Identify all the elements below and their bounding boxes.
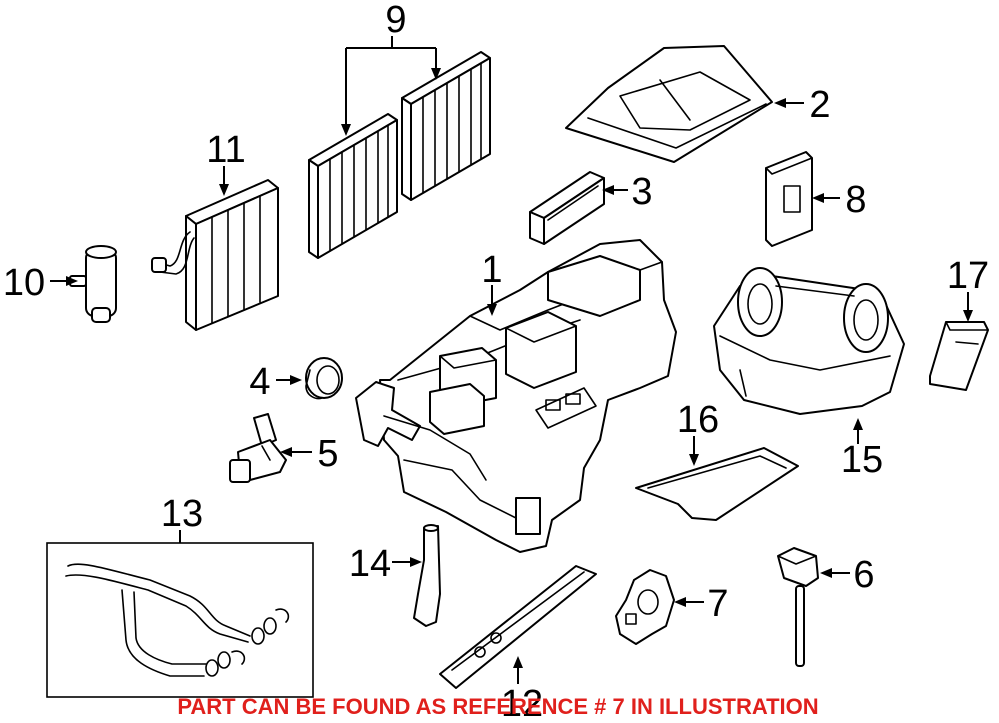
callout-11: 11 <box>206 129 245 171</box>
callout-labels: 1 2 3 4 5 6 7 8 9 10 11 12 13 14 15 16 1… <box>3 0 989 723</box>
callout-4: 4 <box>249 361 270 403</box>
cabin-filter-right <box>401 51 491 201</box>
callout-5: 5 <box>317 433 338 475</box>
actuator-motor <box>615 569 675 645</box>
blower-resistor <box>929 321 989 391</box>
drain-hose <box>413 524 441 627</box>
callout-12: 12 <box>501 683 543 723</box>
control-module <box>765 151 813 247</box>
temperature-sensor <box>777 547 819 667</box>
callout-17: 17 <box>947 255 989 297</box>
callout-9: 9 <box>385 0 406 41</box>
hvac-housing <box>355 239 677 553</box>
cabin-filter-left <box>308 113 398 259</box>
expansion-valve <box>69 245 117 323</box>
callout-6: 6 <box>853 554 874 596</box>
blower-motor <box>713 267 905 415</box>
air-duct <box>565 45 773 163</box>
evaporator-core <box>151 179 279 331</box>
leader-lines <box>50 36 973 684</box>
actuator <box>229 413 287 483</box>
footer-note: PART CAN BE FOUND AS REFERENCE # 7 IN IL… <box>177 694 818 719</box>
callout-1: 1 <box>481 249 502 291</box>
callout-3: 3 <box>631 171 652 213</box>
hose-assembly-box <box>46 542 314 698</box>
callout-2: 2 <box>809 84 830 126</box>
duct-panel <box>635 447 799 521</box>
grommet <box>305 357 343 400</box>
callout-7: 7 <box>707 583 728 625</box>
heater-core <box>439 565 597 689</box>
callout-13: 13 <box>161 493 203 535</box>
callout-8: 8 <box>845 179 866 221</box>
callout-15: 15 <box>841 439 883 481</box>
callout-14: 14 <box>349 543 391 585</box>
small-filter <box>529 171 605 245</box>
callout-16: 16 <box>677 399 719 441</box>
callout-10: 10 <box>3 262 45 304</box>
